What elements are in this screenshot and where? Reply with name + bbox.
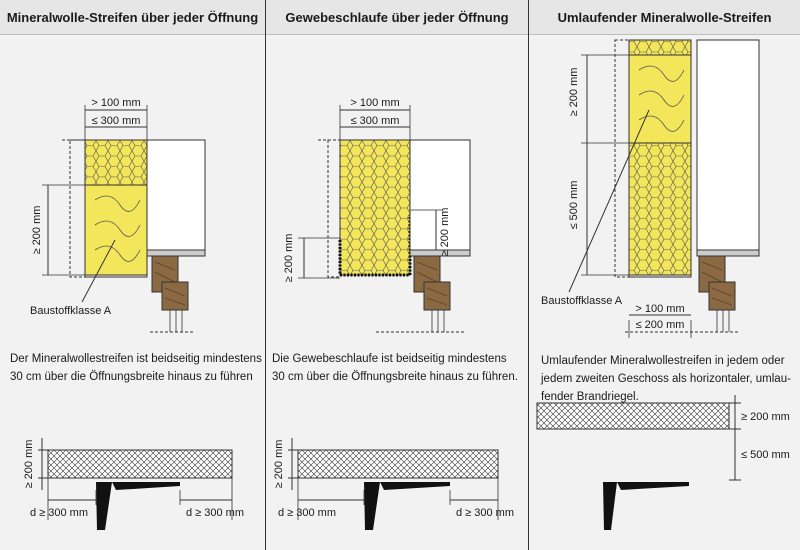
material-label: Baustoffklasse A: [541, 295, 623, 307]
dim-width-max: ≤ 200 mm: [636, 319, 685, 331]
panel-title: Mineralwolle-Streifen über jeder Öffnung: [0, 0, 265, 35]
description: Der Mineralwollestreifen ist beidseitig …: [10, 353, 262, 383]
panel-title: Umlaufender Mineralwolle-Streifen: [529, 0, 800, 35]
section-drawing: > 100 mm ≤ 300 mm ≥ 200 mm Baustoffklass…: [23, 97, 244, 530]
dim-strip-height: ≥ 200 mm: [568, 68, 580, 117]
plan-right-dim: d ≥ 300 mm: [456, 507, 514, 519]
dim-height: ≥ 200 mm: [31, 206, 43, 255]
divider: [528, 0, 529, 550]
section-drawing: ≥ 200 mm ≤ 500 mm Baustoffklasse A > 100…: [536, 39, 790, 530]
plan-left-dim: d ≥ 300 mm: [30, 507, 88, 519]
dim-height-left: ≥ 200 mm: [283, 234, 295, 283]
plan-left-dim: d ≥ 300 mm: [278, 507, 336, 519]
description: Umlaufender Mineralwollestreifen in jede…: [541, 355, 791, 403]
plan-gap-height: ≤ 500 mm: [741, 449, 790, 461]
plan-height: ≥ 200 mm: [273, 440, 285, 489]
dim-width-min: > 100 mm: [635, 303, 684, 315]
dim-height-right: ≥ 200 mm: [439, 208, 451, 257]
description: Die Gewebeschlaufe ist beidseitig mindes…: [272, 353, 518, 383]
material-label: Baustoffklasse A: [30, 305, 112, 317]
panel-title: Gewebeschlaufe über jeder Öffnung: [266, 0, 528, 35]
panel-fabric-loop: Gewebeschlaufe über jeder Öffnung: [266, 0, 528, 550]
dim-width-min: > 100 mm: [91, 97, 140, 109]
section-drawing: > 100 mm ≤ 300 mm ≥ 200 mm ≥ 200 mm ≥ 20…: [273, 97, 514, 530]
plan-strip-height: ≥ 200 mm: [741, 411, 790, 423]
divider: [265, 0, 266, 550]
dim-width-max: ≤ 300 mm: [92, 115, 141, 127]
panel-circumferential-strip: Umlaufender Mineralwolle-Streifen: [529, 0, 800, 550]
dim-width-min: > 100 mm: [350, 97, 399, 109]
dim-gap-height: ≤ 500 mm: [568, 181, 580, 230]
dim-width-max: ≤ 300 mm: [351, 115, 400, 127]
panel-mineral-wool-strip: Mineralwolle-Streifen über jeder Öffnung: [0, 0, 265, 550]
plan-right-dim: d ≥ 300 mm: [186, 507, 244, 519]
plan-height: ≥ 200 mm: [23, 440, 35, 489]
